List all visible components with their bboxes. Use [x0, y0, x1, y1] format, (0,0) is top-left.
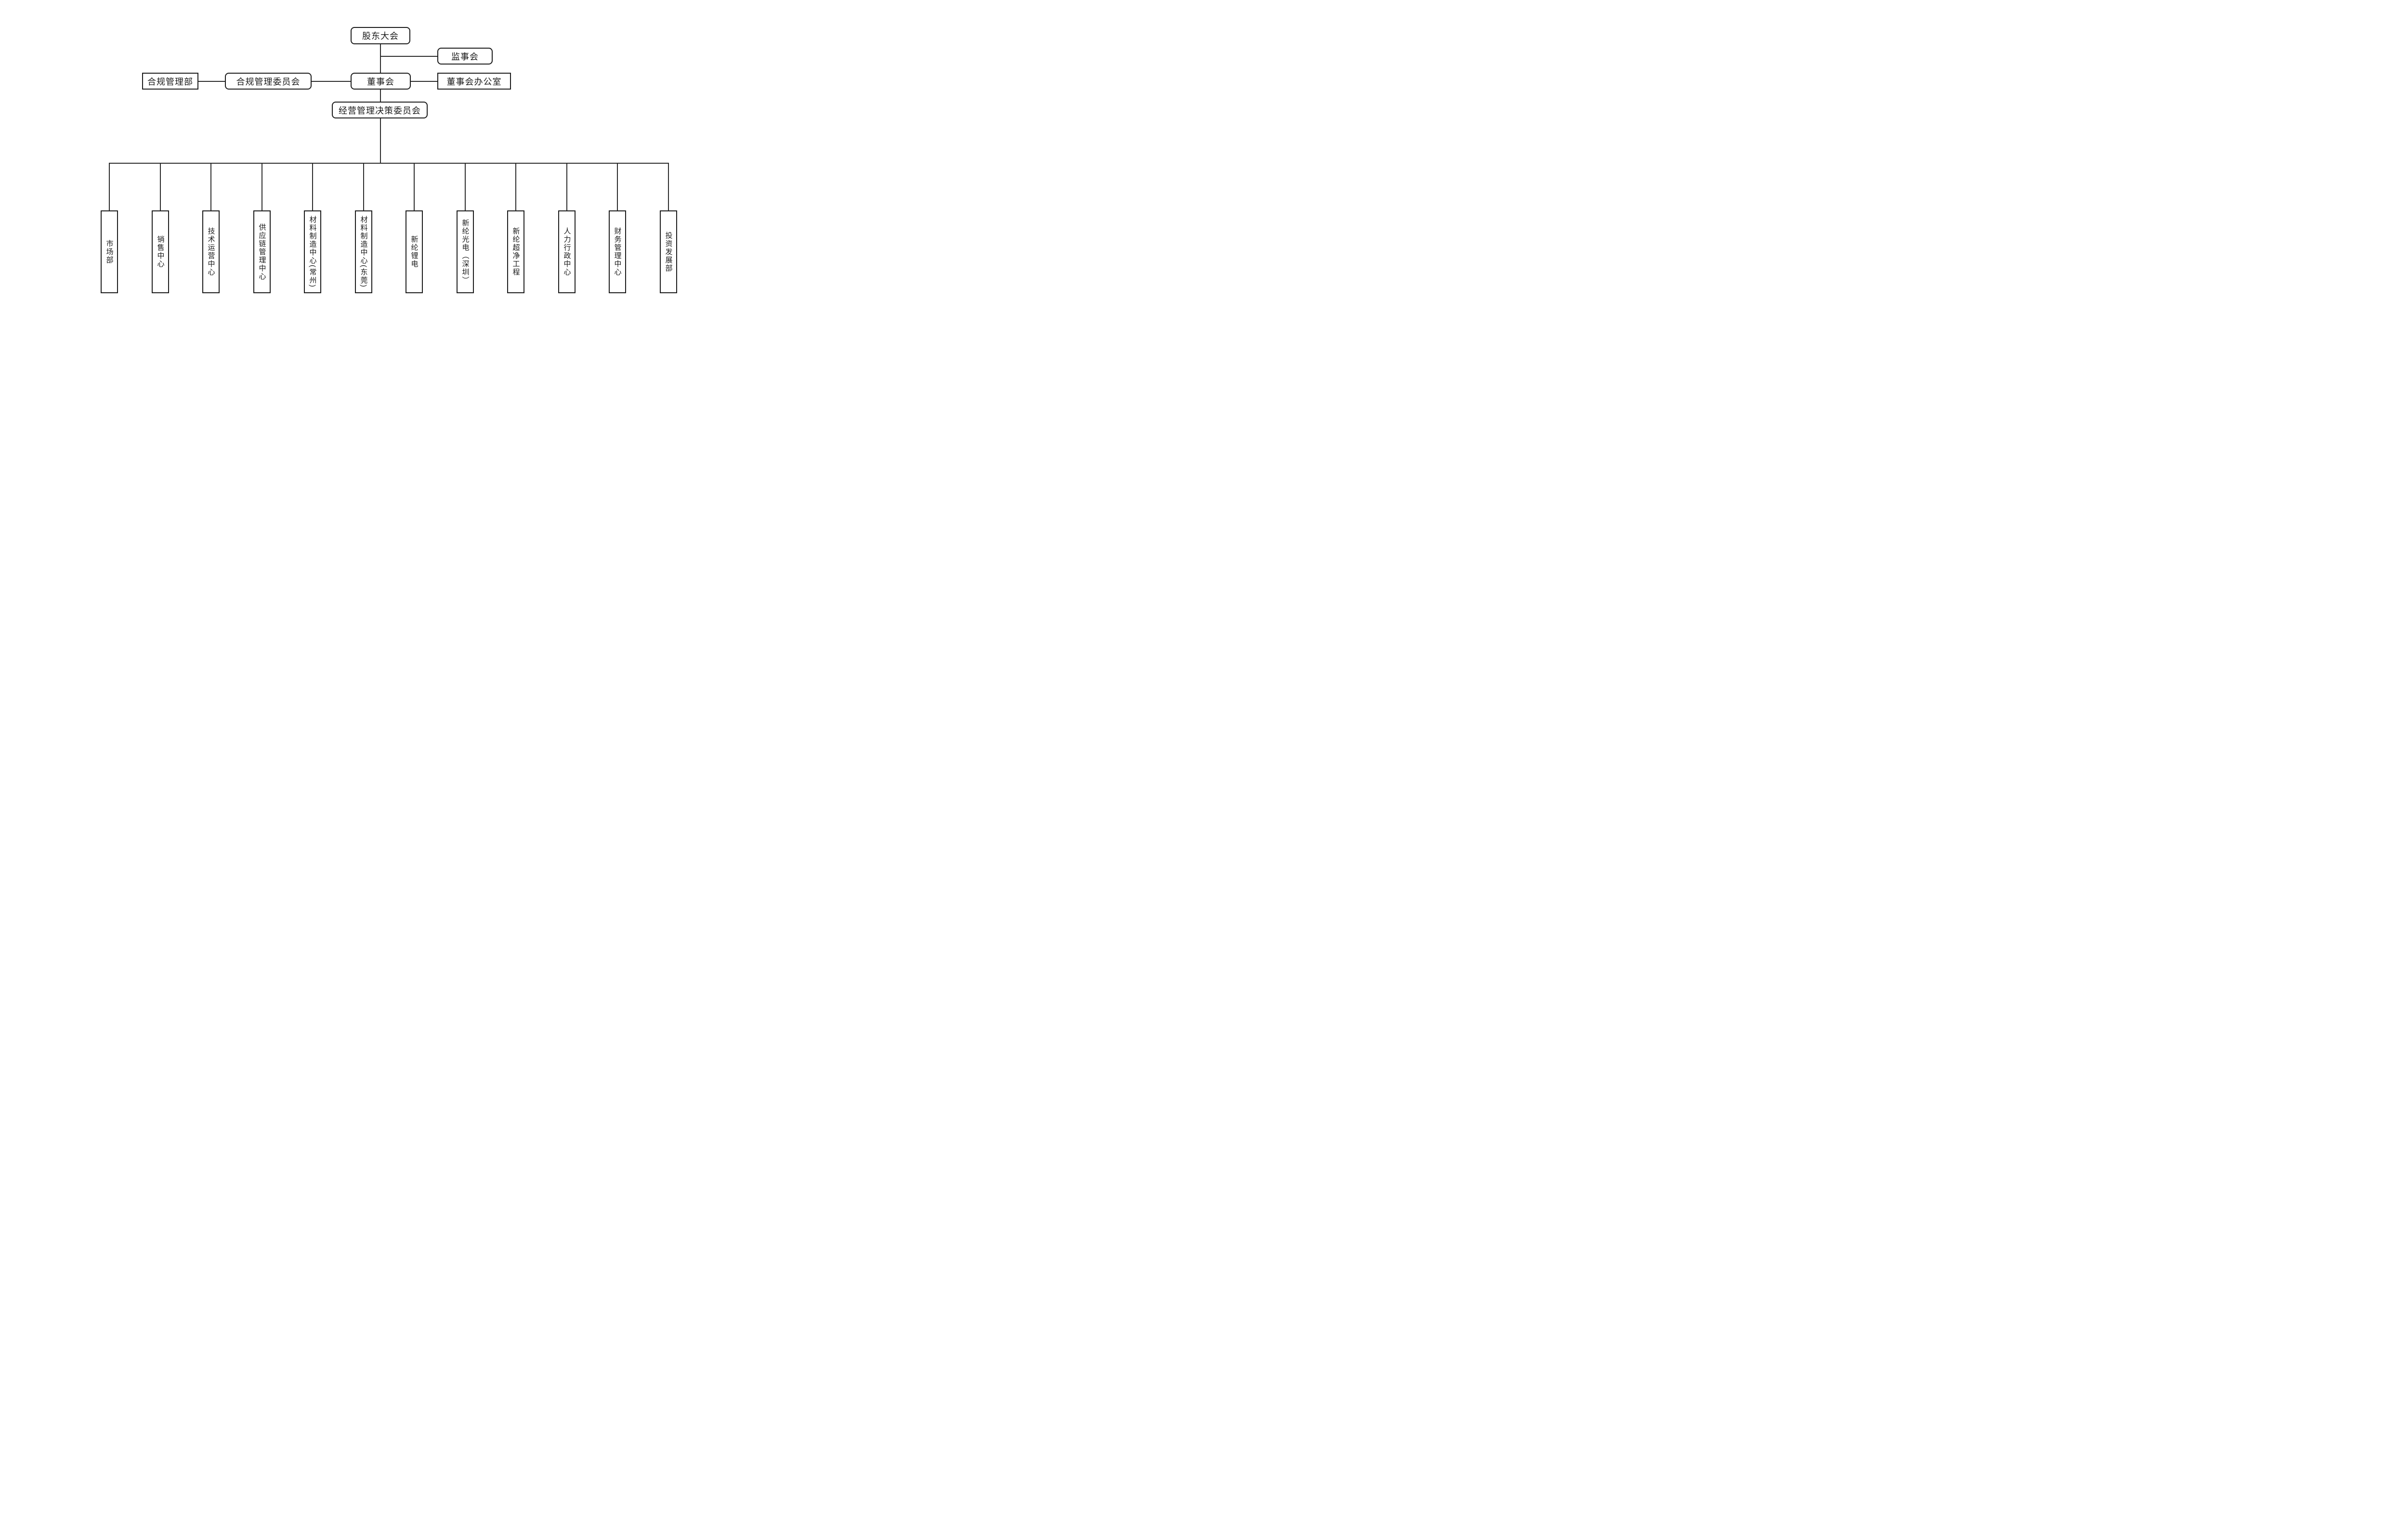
node-supervisory-board: 监事会	[437, 48, 493, 65]
node-investment-development-dept: 投资发展部	[660, 210, 677, 293]
node-materials-mfg-dongguan: 材料制造中心(东莞)	[355, 210, 372, 293]
org-chart-canvas: 股东大会 监事会 合规管理部 合规管理委员会 董事会 董事会办公室 经营管理决策…	[0, 0, 771, 307]
connector-drop-xinlun-opto	[465, 163, 466, 210]
node-hr-admin-center: 人力行政中心	[558, 210, 576, 293]
connector-drop-market-dept	[109, 163, 110, 210]
connector-drop-hr-admin	[566, 163, 567, 210]
connector-trunk-supervisory	[380, 56, 437, 57]
connector-compliance-dept-committee	[198, 81, 225, 82]
node-xinlun-optoelectronics-shenzhen: 新纶光电（深圳）	[457, 210, 474, 293]
node-board-of-directors: 董事会	[351, 73, 411, 90]
connector-drop-tech-operations	[210, 163, 211, 210]
node-supply-chain-center: 供应链管理中心	[253, 210, 271, 293]
connector-mgmt-committee-bus	[380, 118, 381, 163]
connector-shareholders-board	[380, 44, 381, 73]
connector-drop-sales-center	[160, 163, 161, 210]
connector-board-mgmt-committee	[380, 90, 381, 102]
connector-drop-xinlun-lithium	[414, 163, 415, 210]
connector-board-office	[411, 81, 437, 82]
node-tech-operations-center: 技术运营中心	[202, 210, 220, 293]
connector-drop-materials-changzhou	[312, 163, 313, 210]
node-market-dept: 市场部	[101, 210, 118, 293]
connector-drop-xinlun-ultraclean	[515, 163, 516, 210]
node-compliance-dept: 合规管理部	[142, 73, 198, 90]
node-management-decision-committee: 经营管理决策委员会	[332, 102, 428, 118]
node-xinlun-ultraclean-engineering: 新纶超净工程	[507, 210, 524, 293]
node-shareholders-meeting: 股东大会	[351, 27, 410, 44]
connector-drop-materials-dongguan	[363, 163, 364, 210]
node-xinlun-lithium: 新纶锂电	[406, 210, 423, 293]
connector-bus	[109, 163, 669, 164]
connector-drop-investment	[668, 163, 669, 210]
node-materials-mfg-changzhou: 材料制造中心(常州)	[304, 210, 321, 293]
connector-compliance-committee-board	[312, 81, 351, 82]
node-compliance-committee: 合规管理委员会	[225, 73, 312, 90]
node-sales-center: 销售中心	[152, 210, 169, 293]
node-board-office: 董事会办公室	[437, 73, 511, 90]
node-finance-management-center: 财务管理中心	[609, 210, 626, 293]
connector-drop-finance	[617, 163, 618, 210]
